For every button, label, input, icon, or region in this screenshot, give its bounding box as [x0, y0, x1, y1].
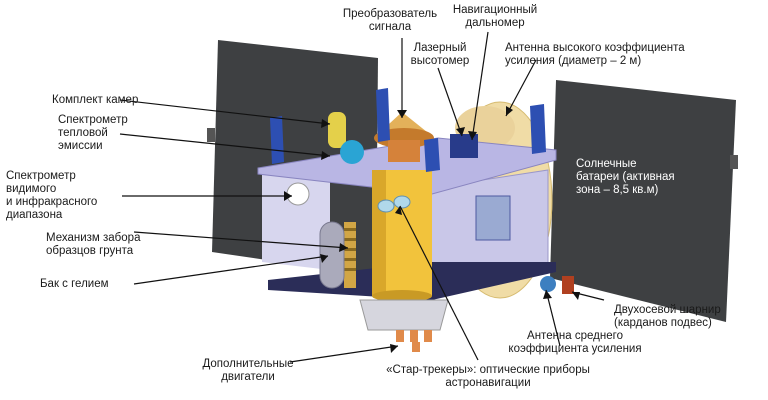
bracket-supports [270, 88, 546, 172]
label-high-gain-antenna: Антенна высокого коэффициента усиления (… [505, 42, 685, 67]
label-laser-altimeter: Лазерный высотомер [410, 42, 470, 67]
label-sampler: Механизм забора образцов грунта [46, 232, 141, 257]
label-auxiliary-thrusters: Дополнительные двигатели [202, 358, 294, 383]
right-panel-hinge [730, 155, 738, 169]
right-solar-panel [550, 80, 736, 322]
camera-set [328, 112, 346, 148]
label-star-trackers: «Стар-трекеры»: оптические приборы астро… [386, 364, 590, 389]
sampler-stripes [344, 228, 356, 271]
label-thermal-spectrometer: Спектрометр тепловой эмиссии [58, 114, 128, 152]
medium-gain-antenna [540, 276, 556, 292]
helium-tank [319, 221, 345, 289]
label-camera-set: Комплект камер [52, 94, 139, 106]
gold-cylinder-shade [372, 170, 386, 296]
circuit-board [475, 195, 511, 241]
auxiliary-thrusters [396, 330, 432, 352]
laser-altimeter [450, 134, 478, 158]
left-panel-hinge [207, 128, 215, 142]
converter-stand [388, 140, 420, 162]
label-helium-tank: Бак с гелием [40, 278, 109, 290]
engine-skirt [359, 299, 449, 331]
label-solar-panels: Солнечные батареи (активная зона – 8,5 к… [576, 158, 675, 196]
biaxial-gimbal [562, 276, 574, 294]
label-signal-converter: Преобразователь сигнала [342, 8, 438, 33]
left-solar-panel [212, 40, 378, 276]
gold-cylinder-bottom [372, 290, 432, 302]
label-visir-spectrometer: Спектрометр видимого и инфракрасного диа… [6, 170, 98, 221]
label-medium-gain-antenna: Антенна среднего коэффициента усиления [508, 330, 642, 355]
label-navigation-rangefinder: Навигационный дальномер [452, 4, 538, 29]
cyan-sphere [340, 140, 364, 164]
body-left-block [262, 168, 330, 270]
sampler-arm [344, 222, 356, 288]
star-trackers [377, 195, 411, 213]
arrowheads [284, 106, 580, 353]
label-biaxial-gimbal: Двухосевой шарнир (карданов подвес) [614, 304, 721, 329]
visir-aperture [286, 182, 310, 206]
